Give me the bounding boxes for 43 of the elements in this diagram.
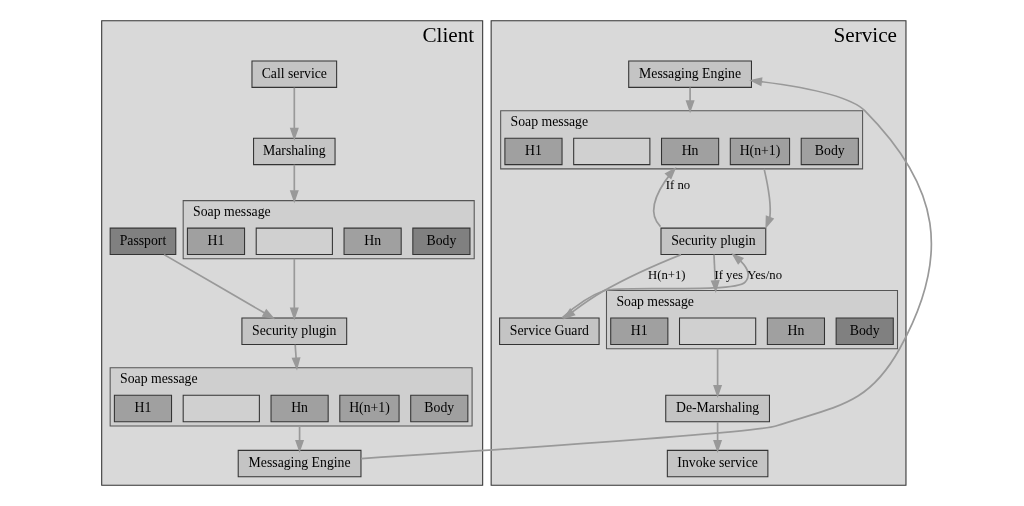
edge-label: H(n+1) [647, 267, 686, 282]
arrow [685, 86, 695, 114]
edge-label: If no [665, 177, 690, 192]
arrow [359, 77, 932, 460]
node-box: Body [800, 137, 859, 166]
node-box: Body [835, 317, 894, 346]
node-box: H(n+1) [338, 394, 400, 423]
arrow [652, 166, 676, 228]
node-box: Body [411, 227, 470, 256]
node-box: H1 [113, 394, 172, 423]
node-box: H1 [609, 317, 668, 346]
arrow [712, 347, 722, 398]
node-box: Messaging Engine [627, 60, 752, 88]
arrow [710, 253, 720, 294]
node-box: Marshaling [252, 137, 336, 166]
node-box: H1 [503, 137, 563, 166]
node-box: Hn [660, 137, 719, 166]
node-box: Hn [766, 317, 825, 346]
node-box: Call service [250, 60, 337, 88]
arrow [162, 253, 275, 320]
edge-label: If yes [713, 267, 743, 282]
node-box: Messaging Engine [237, 449, 361, 478]
node-box [255, 227, 333, 256]
node-box [182, 394, 260, 423]
node-box: Hn [343, 227, 402, 256]
node-box: Security plugin [659, 227, 766, 256]
node-box: Invoke service [666, 449, 768, 478]
arrow [712, 421, 722, 453]
arrow [289, 257, 299, 321]
arrow [289, 163, 299, 204]
node-box: Hn [270, 394, 329, 423]
node-box: Service Guard [498, 317, 600, 346]
node-box: Passport [109, 227, 176, 256]
node-box [678, 317, 756, 346]
node-box: De-Marshaling [664, 394, 770, 423]
node-box: H1 [186, 227, 245, 256]
edge-label: Yes/no [746, 267, 782, 282]
arrow [762, 168, 774, 229]
node-box: Body [409, 394, 468, 423]
arrow [289, 86, 299, 141]
node-box [572, 137, 650, 166]
node-box: Security plugin [240, 317, 347, 346]
node-box: H(n+1) [729, 137, 790, 166]
